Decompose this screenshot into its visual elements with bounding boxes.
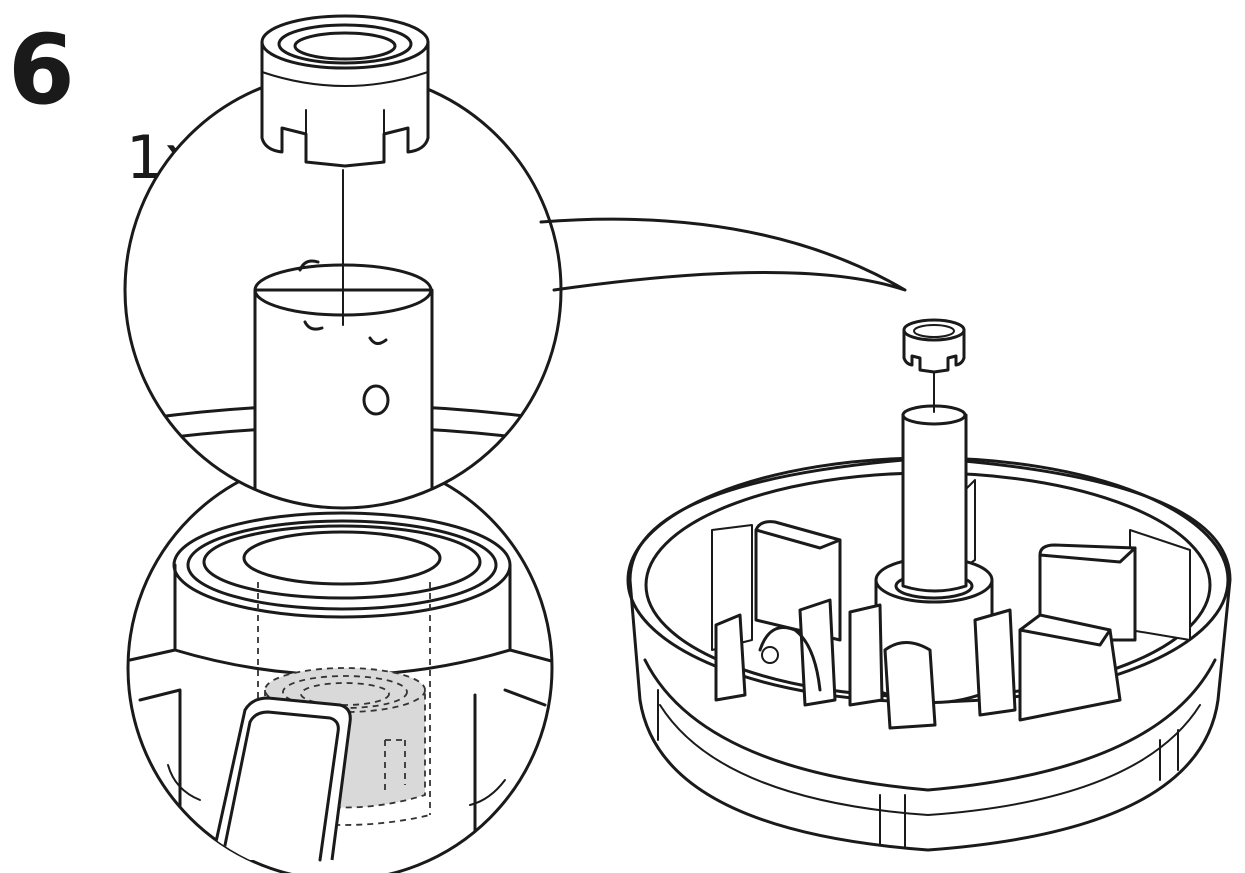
cap-part-large [260,14,430,168]
step-number: 6 [8,14,75,126]
base-detail-view [126,454,554,873]
base-assembly [626,404,1232,852]
callout-pointer [539,217,907,292]
cap-part-small [902,318,966,374]
